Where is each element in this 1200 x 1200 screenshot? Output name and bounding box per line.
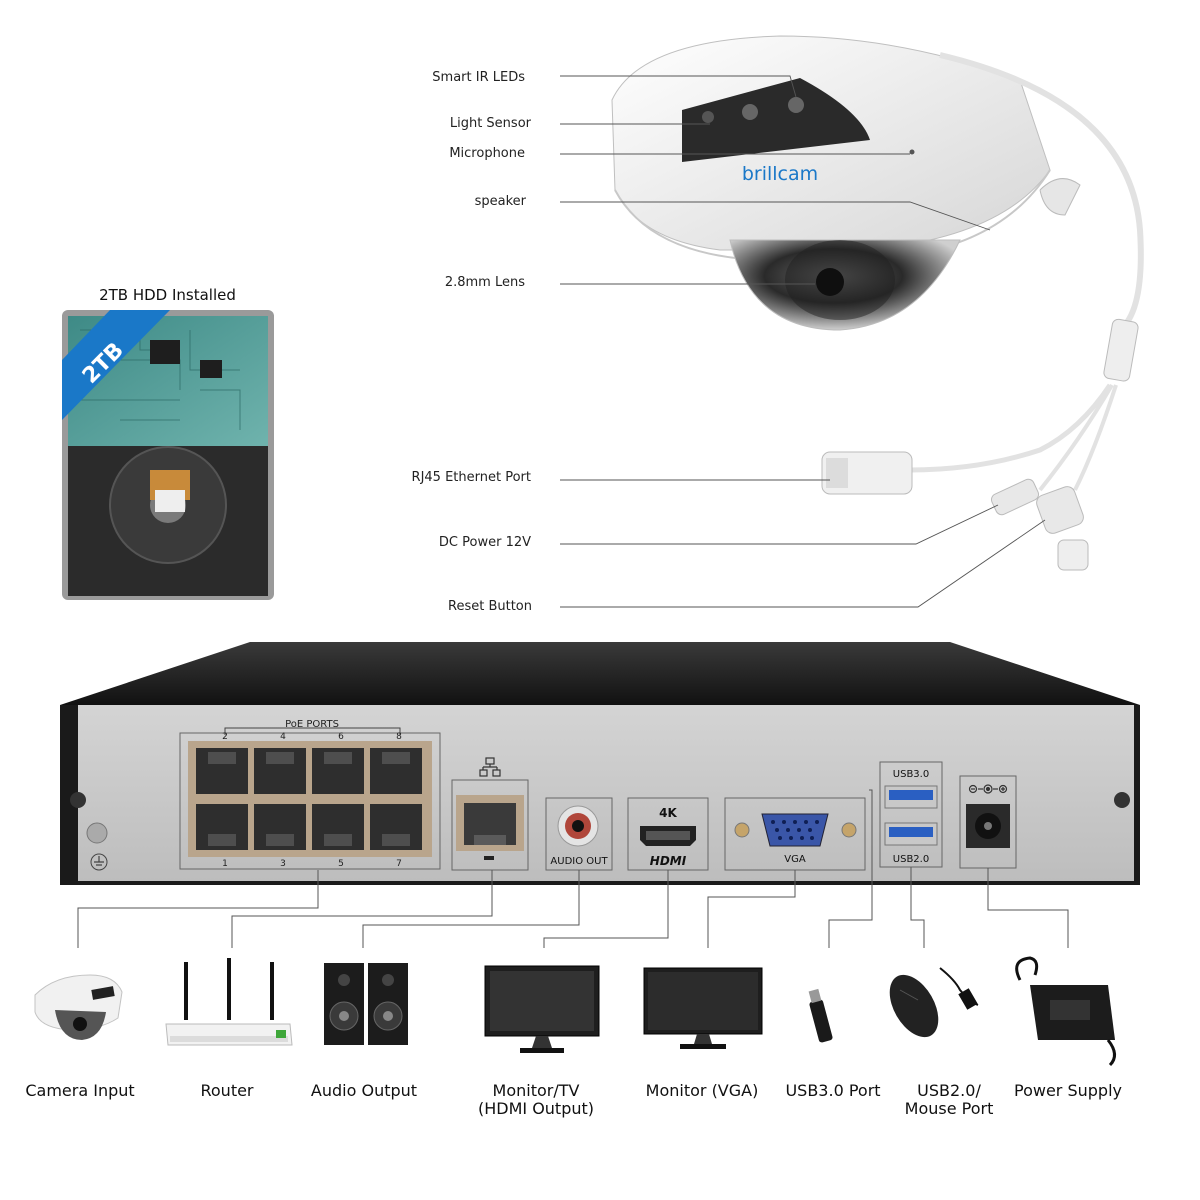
dc-polarity-icon: [968, 784, 1008, 794]
network-icon: [479, 757, 501, 777]
poe-port-number: 8: [396, 732, 402, 742]
device-label-monitor-hdmi: Monitor/TV(HDMI Output): [477, 1081, 595, 1118]
poe-port-number: 6: [338, 732, 344, 742]
device-usb-drive: [808, 988, 833, 1043]
poe-port-number: 4: [280, 732, 286, 742]
dc-power-port: [959, 775, 1017, 869]
device-camera-input: [34, 974, 123, 1040]
poe-port: [196, 804, 248, 850]
device-label-camera-input: Camera Input: [25, 1081, 135, 1100]
poe-port: [312, 804, 364, 850]
poe-port: [370, 804, 422, 850]
poe-port: [370, 748, 422, 794]
hdmi-logo-label: HDMI: [650, 854, 687, 868]
hdd-illustration: 2TB: [62, 310, 274, 600]
callout-smart-ir-leds: Smart IR LEDs: [432, 70, 525, 85]
poe-port: [196, 748, 248, 794]
poe-port: [312, 748, 364, 794]
device-monitor-vga: [643, 967, 763, 1049]
device-power-supply: [1015, 956, 1116, 1067]
vga-label: VGA: [784, 854, 806, 865]
poe-ports-title: PoE PORTS: [285, 719, 339, 730]
poe-port: [254, 748, 306, 794]
callout-speaker: speaker: [474, 194, 526, 209]
hdd-capacity-badge: 2TB: [62, 310, 170, 420]
nvr-recorder: PoE PORTS 2 4 6 8 1 3 5 7 AUDIO OUT: [60, 642, 1140, 885]
device-label-monitor-vga: Monitor (VGA): [645, 1081, 759, 1100]
usb2-label: USB2.0: [893, 854, 929, 865]
poe-port-number: 1: [222, 859, 228, 869]
callout-dc-power: DC Power 12V: [438, 535, 531, 550]
device-router: [165, 958, 293, 1046]
device-speakers: [324, 963, 408, 1045]
device-mouse: [889, 967, 979, 1038]
lan-port: [451, 757, 529, 871]
poe-port-number: 3: [280, 859, 286, 869]
usb-ports: USB3.0 USB2.0: [879, 761, 943, 868]
device-label-power-supply: Power Supply: [1014, 1081, 1122, 1100]
dome-camera-illustration: brillcam: [611, 35, 1144, 571]
camera-callout-lines: [560, 75, 1046, 608]
hdd-title: 2TB HDD Installed: [99, 286, 236, 304]
callout-rj45-port: RJ45 Ethernet Port: [411, 470, 531, 485]
usb3-label: USB3.0: [893, 769, 929, 780]
camera-brand-logo: brillcam: [742, 163, 818, 185]
callout-microphone: Microphone: [449, 146, 525, 161]
hdmi-resolution-label: 4K: [659, 806, 677, 820]
callout-reset-button: Reset Button: [448, 599, 532, 614]
nvr-connection-lines: [77, 789, 1069, 948]
device-label-audio-output: Audio Output: [310, 1081, 418, 1100]
callout-light-sensor: Light Sensor: [449, 116, 531, 131]
device-label-usb2-mouse: USB2.0/Mouse Port: [904, 1081, 994, 1118]
audio-out-label: AUDIO OUT: [550, 856, 608, 867]
poe-port-number: 2: [222, 732, 228, 742]
device-label-usb3: USB3.0 Port: [785, 1081, 881, 1100]
device-label-router: Router: [200, 1081, 254, 1100]
callout-lens: 2.8mm Lens: [444, 275, 525, 290]
device-monitor-hdmi: [484, 965, 600, 1053]
poe-port-number: 7: [396, 859, 402, 869]
poe-port-number: 5: [338, 859, 344, 869]
poe-port: [254, 804, 306, 850]
poe-port-block: [179, 732, 441, 870]
